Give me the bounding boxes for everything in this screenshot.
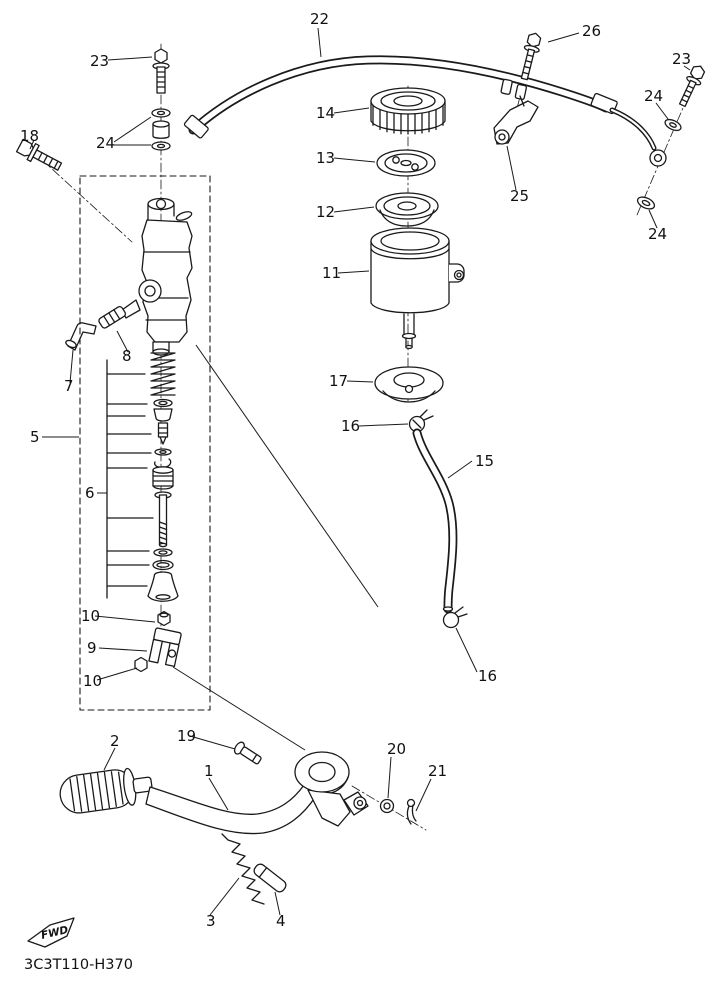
clevis-pin-19: [233, 741, 262, 765]
part-label-1: 1: [204, 762, 214, 780]
washer-24-right-upper: [664, 118, 682, 132]
washer-20: [379, 798, 395, 814]
reservoir-hose-15: [412, 428, 458, 614]
bolt-23-right: [678, 65, 706, 108]
part-label-24: 24: [644, 87, 663, 105]
nut-10-upper: [157, 610, 171, 627]
cotter-pin-21: [406, 798, 417, 825]
part-label-15: 15: [475, 452, 494, 470]
callout-labels: 18 23 24 22 26 23 24 24 14 13 12 11 25 1…: [20, 10, 691, 930]
part-label-14: 14: [316, 104, 335, 122]
part-label-12: 12: [316, 203, 335, 221]
joint-7: [65, 322, 97, 351]
callout-leaders: [29, 27, 691, 916]
part-label-16: 16: [341, 417, 360, 435]
reservoir-cap-14: [370, 87, 446, 135]
return-spring-3: [221, 833, 265, 905]
cap-plate-13: [376, 149, 436, 177]
pin-8: [98, 305, 127, 329]
repair-kit-6: [106, 352, 179, 602]
part-label-6: 6: [85, 484, 95, 502]
fwd-marker: FWD: [27, 917, 75, 948]
nut-10-lower: [134, 656, 148, 673]
brake-pipe-right: [609, 107, 667, 167]
part-label-26: 26: [582, 22, 601, 40]
part-label-4: 4: [276, 912, 286, 930]
assembly-outline-5: [79, 175, 211, 711]
part-label-9: 9: [87, 639, 97, 657]
grommet-17: [374, 366, 444, 403]
bolt-18: [15, 138, 63, 171]
part-label-24: 24: [96, 134, 115, 152]
part-label-2: 2: [110, 732, 120, 750]
diagram-code: 3C3T110-H370: [24, 957, 133, 973]
part-label-3: 3: [206, 912, 216, 930]
brake-pedal-1: [145, 751, 369, 835]
clevis-9: [148, 627, 182, 668]
part-label-19: 19: [177, 727, 196, 745]
part-label-5: 5: [30, 428, 40, 446]
part-label-23: 23: [672, 50, 691, 68]
part-label-24: 24: [648, 225, 667, 243]
master-cylinder-body: [121, 197, 193, 356]
diaphragm-12: [375, 192, 439, 227]
part-label-17: 17: [329, 372, 348, 390]
washers-24-left: [151, 108, 171, 151]
part-label-10: 10: [83, 672, 102, 690]
footpeg-rubber-2: [59, 767, 153, 814]
part-label-22: 22: [310, 10, 329, 28]
bolt-26: [520, 32, 542, 81]
collar-4: [253, 863, 287, 893]
bracket-joint-25: [493, 95, 539, 145]
link-lines: [172, 344, 379, 751]
part-label-21: 21: [428, 762, 447, 780]
clamp-16-upper: [408, 409, 434, 433]
bolt-23-left: [152, 48, 170, 94]
reservoir-11: [370, 227, 465, 350]
center-axis-lines: [39, 33, 702, 831]
brake-hose-22: [183, 55, 618, 139]
part-label-25: 25: [510, 187, 529, 205]
clamp-16-lower: [442, 606, 468, 629]
part-label-16: 16: [478, 667, 497, 685]
part-label-8: 8: [122, 347, 132, 365]
washer-24-right-lower: [636, 196, 656, 210]
part-label-13: 13: [316, 149, 335, 167]
part-label-11: 11: [322, 264, 341, 282]
part-label-20: 20: [387, 740, 406, 758]
part-label-7: 7: [64, 377, 74, 395]
part-label-10: 10: [81, 607, 100, 625]
part-label-18: 18: [20, 127, 39, 145]
part-label-23: 23: [90, 52, 109, 70]
